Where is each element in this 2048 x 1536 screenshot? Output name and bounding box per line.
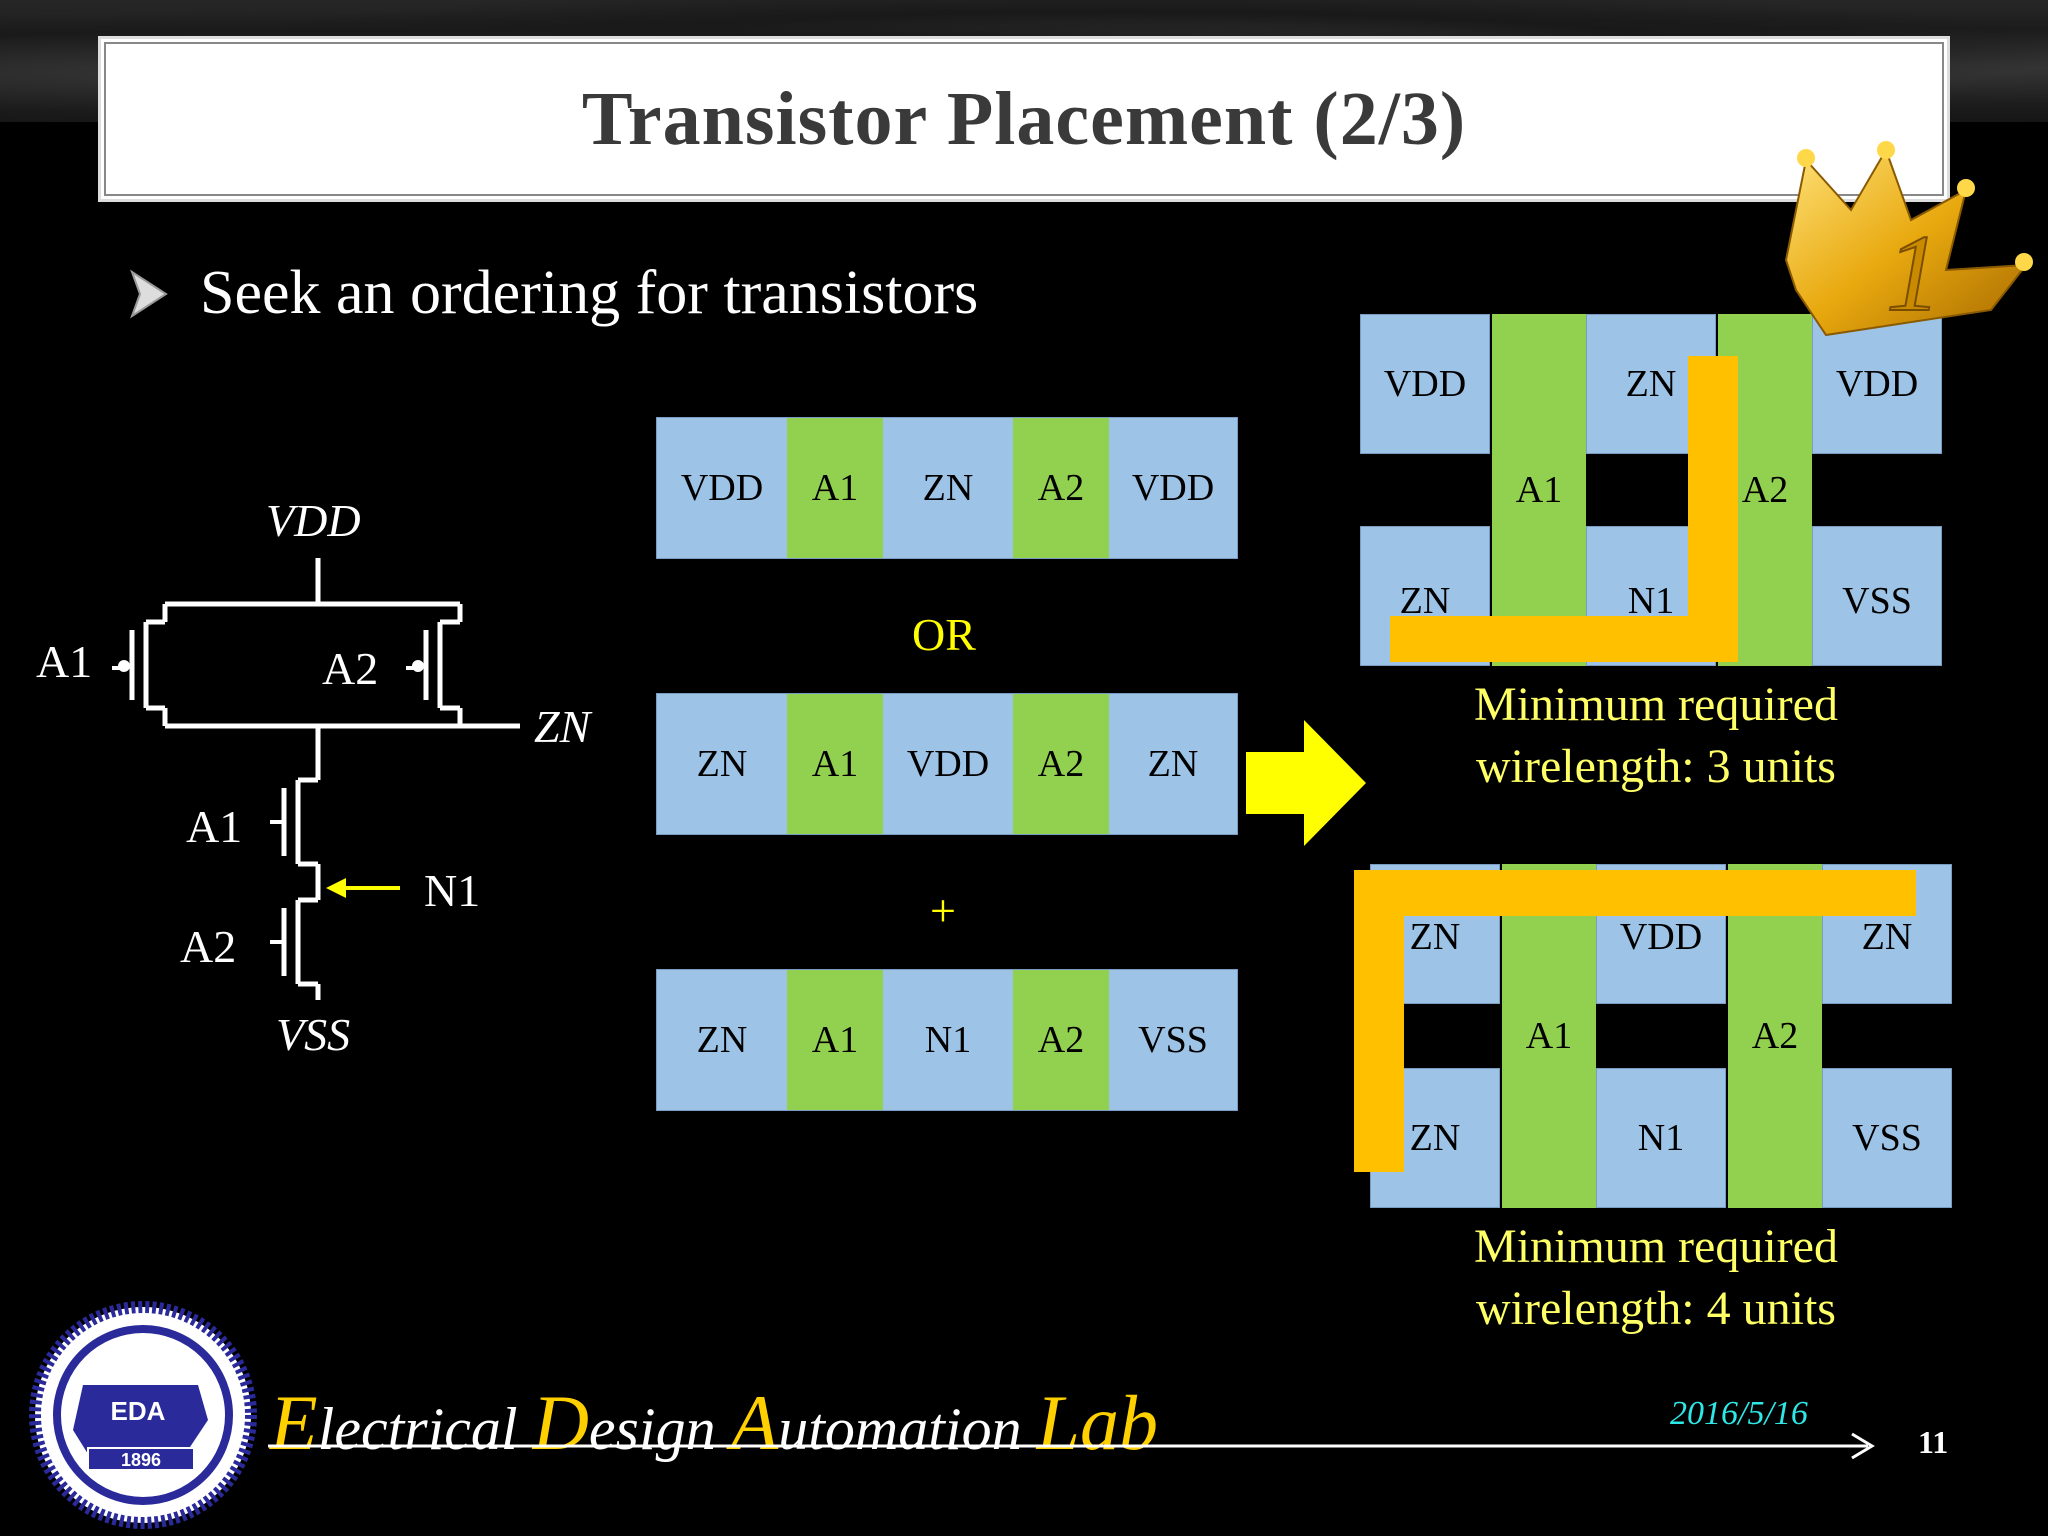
row2-cell-4: A2 [1013,694,1109,834]
logo-year: 1896 [121,1450,161,1470]
row2-cell-5: ZN [1109,694,1237,834]
bullet-arrow-icon [130,269,168,319]
university-logo: 1896 EDA [29,1301,257,1529]
layout-b-wire-horizontal [1354,870,1916,916]
layout-a: VDD ZN VDD ZN N1 VSS A1 A2 [1360,314,1942,668]
layout-a-caption-line2: wirelength: 3 units [1476,740,1836,793]
crown-icon: 1 [1784,141,2033,337]
layout-a-bottom-3: VSS [1812,526,1942,666]
row3-cell-2: A1 [787,970,883,1110]
layout-b-caption-line1: Minimum required [1474,1220,1838,1273]
layout-b-bottom-2: N1 [1596,1068,1726,1208]
vdd-label: VDD [266,495,361,546]
row3-cell-3: N1 [883,970,1013,1110]
row2-cell-3: VDD [883,694,1013,834]
row1-cell-1: VDD [657,418,787,558]
row2-cell-2: A1 [787,694,883,834]
row1-cell-4: A2 [1013,418,1109,558]
a1-pmos-label: A1 [36,636,93,687]
lab-d: D [532,1379,589,1466]
footer-line-arrow [268,1432,1875,1460]
row3-cell-5: VSS [1109,970,1237,1110]
plus-label: + [930,885,956,936]
logo-text: EDA [111,1396,166,1426]
layout-a-caption: Minimum required wirelength: 3 units [1376,674,1936,798]
layout-b-gate-2: A2 [1728,864,1822,1208]
row1-cell-5: VDD [1109,418,1237,558]
layout-b-gate-1: A1 [1502,864,1596,1208]
layout-b-caption-line2: wirelength: 4 units [1476,1282,1836,1335]
zn-label: ZN [534,701,591,752]
lab-lab: Lab [1036,1379,1158,1466]
lab-esign: esign [588,1396,731,1462]
layout-a-gate-1: A1 [1492,314,1586,666]
a1-nmos-label: A1 [186,801,243,852]
page-number: 11 [1918,1424,1949,1460]
lab-a: A [730,1379,779,1466]
cmos-schematic [112,558,520,1000]
layout-b: ZN VDD ZN ZN N1 VSS A1 A2 [1354,864,1952,1210]
or-label: OR [912,609,976,660]
a2-nmos-label: A2 [180,921,237,972]
row1-cell-3: ZN [883,418,1013,558]
right-arrow-icon [1246,720,1366,846]
n1-label: N1 [424,865,481,916]
lab-name: Electrical Design Automation Lab [270,1378,1158,1468]
lab-lectrical: lectrical [317,1396,533,1462]
row2-cell-1: ZN [657,694,787,834]
lab-e: E [270,1379,318,1466]
crown-number: 1 [1886,212,1941,334]
layout-b-wire-vertical [1354,870,1404,1172]
ordering-row-3: ZN A1 N1 A2 VSS [656,969,1238,1111]
layout-a-top-1: VDD [1360,314,1490,454]
vss-label: VSS [276,1009,351,1060]
ordering-row-2: ZN A1 VDD A2 ZN [656,693,1238,835]
footer-date: 2016/5/16 [1670,1395,1808,1432]
layout-b-bottom-3: VSS [1822,1068,1952,1208]
layout-a-wire-vertical [1688,356,1738,662]
row3-cell-1: ZN [657,970,787,1110]
title-box: Transistor Placement (2/3) [98,36,1950,202]
a2-pmos-label: A2 [322,643,379,694]
row3-cell-4: A2 [1013,970,1109,1110]
bullet-text: Seek an ordering for transistors [200,259,979,327]
lab-utomation: utomation [778,1396,1037,1462]
layout-a-wire-horizontal [1390,616,1738,662]
layout-b-caption: Minimum required wirelength: 4 units [1376,1216,1936,1340]
slide-title: Transistor Placement (2/3) [581,76,1467,161]
layout-a-top-3: VDD [1812,314,1942,454]
layout-a-caption-line1: Minimum required [1474,678,1838,731]
row1-cell-2: A1 [787,418,883,558]
ordering-row-1: VDD A1 ZN A2 VDD [656,417,1238,559]
